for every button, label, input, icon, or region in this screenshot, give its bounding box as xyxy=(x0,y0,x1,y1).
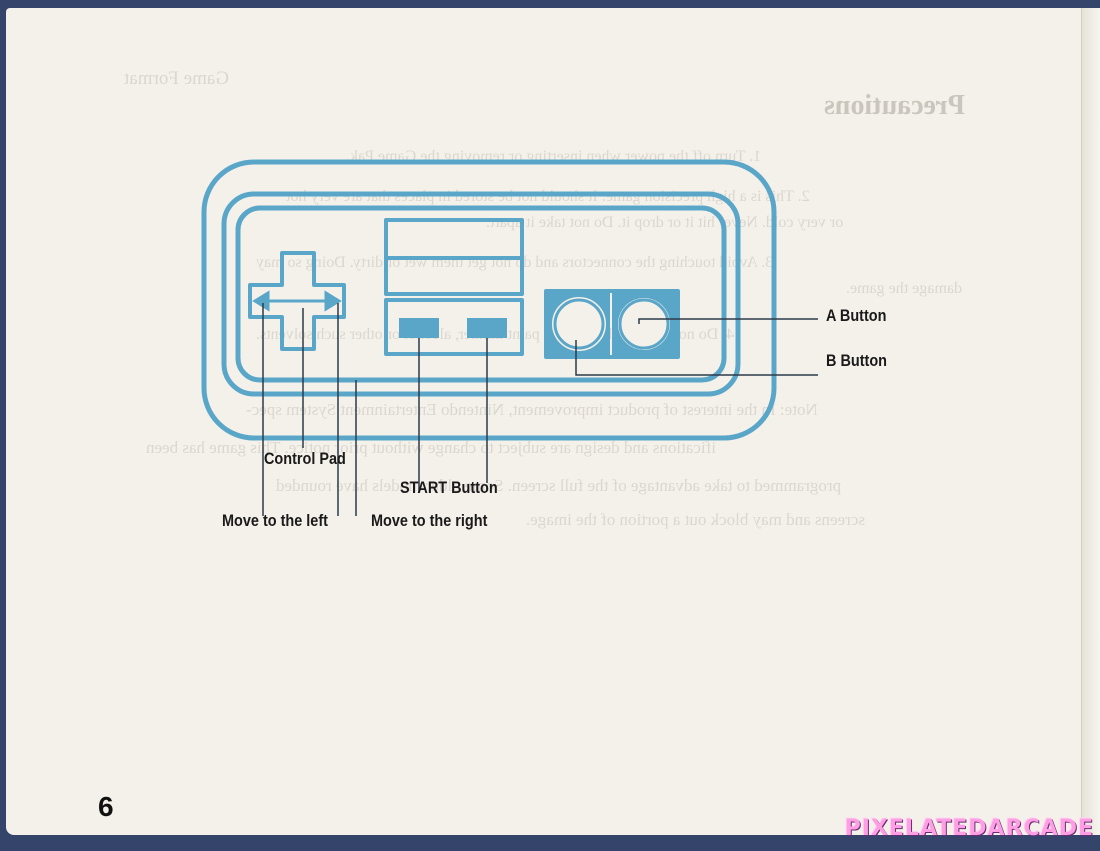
start-button-label: START Button xyxy=(400,478,498,497)
b-button xyxy=(552,297,606,351)
move-left-label: Move to the left xyxy=(222,511,328,530)
select-start-frame xyxy=(384,298,524,356)
left-right-arrow-icon xyxy=(252,290,342,312)
controller-outline xyxy=(201,159,777,441)
center-plate-mid xyxy=(384,256,524,296)
manual-page: Game Format Precautions 1. Turn off the … xyxy=(6,8,1100,835)
control-pad-label: Control Pad xyxy=(264,449,346,468)
page-spine xyxy=(1081,8,1100,835)
move-right-label: Move to the right xyxy=(371,511,488,530)
a-button-label: A Button xyxy=(826,306,887,325)
control-pad xyxy=(248,251,346,351)
controller-inner-panel xyxy=(221,191,741,397)
start-button xyxy=(467,318,507,338)
controller-diagram xyxy=(201,159,818,516)
b-button-label: B Button xyxy=(826,351,888,370)
a-button-leader xyxy=(638,318,818,324)
ab-button-frame xyxy=(544,289,680,359)
watermark-logo: PIXELATEDARCADE xyxy=(844,816,1094,841)
page-number: 6 xyxy=(98,791,114,822)
center-plate-top xyxy=(384,218,524,260)
a-button xyxy=(618,298,670,350)
b-button-leader xyxy=(575,340,818,376)
controller-face-panel xyxy=(235,205,727,383)
select-button xyxy=(399,318,439,338)
